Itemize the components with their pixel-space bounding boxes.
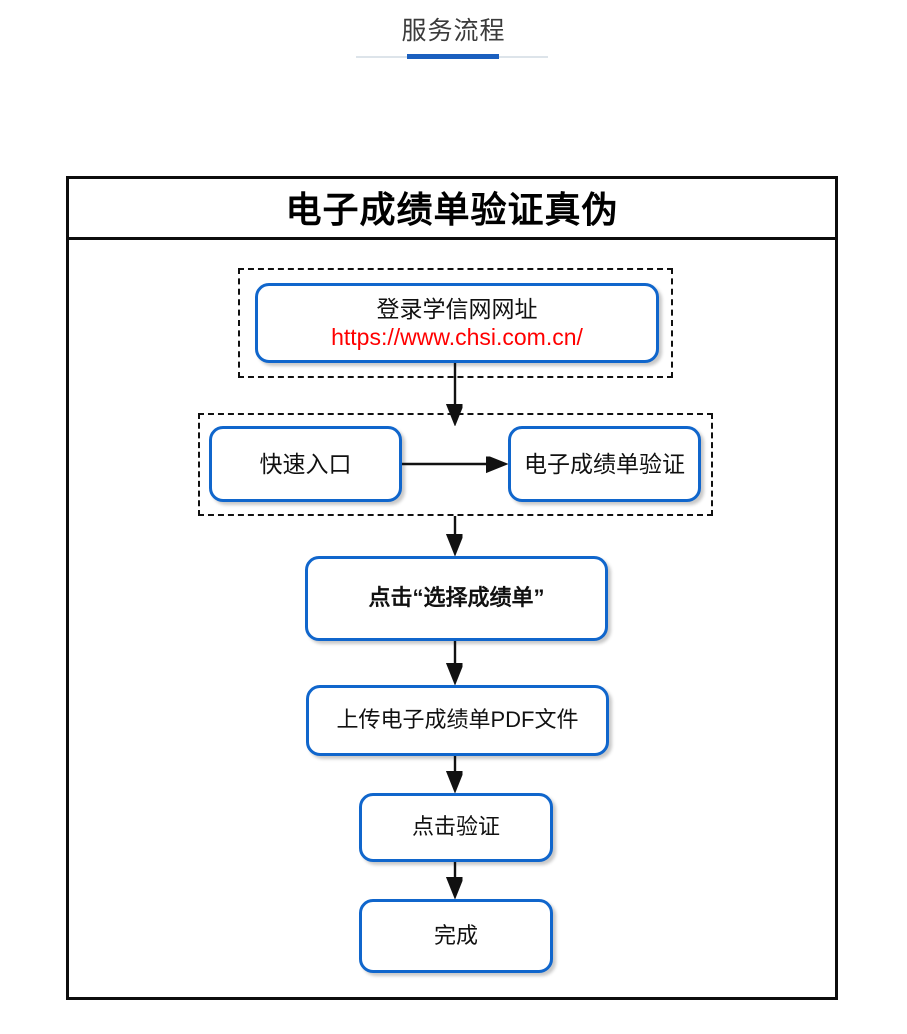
connector-layer	[402, 363, 835, 997]
node-upload-pdf[interactable]: 上传电子成绩单PDF文件	[306, 685, 609, 756]
node-login-url[interactable]: https://www.chsi.com.cn/	[331, 324, 583, 350]
page-title: 服务流程	[401, 17, 506, 45]
flowchart-title: 电子成绩单验证真伪	[69, 179, 835, 240]
node-transcript-verify[interactable]: 电子成绩单验证	[508, 426, 701, 502]
page-header: 服务流程	[0, 0, 907, 70]
node-quick-entry[interactable]: 快速入口	[209, 426, 402, 502]
node-quick-entry-label: 快速入口	[259, 450, 352, 477]
node-done-label: 完成	[433, 922, 478, 948]
node-click-verify[interactable]: 点击验证	[359, 793, 553, 862]
node-select-transcript[interactable]: 点击“选择成绩单”	[305, 556, 608, 641]
flowchart-frame: 电子成绩单验证真伪 登录学信网网址 https://www.chsi.com.c…	[66, 176, 838, 1000]
node-login-label: 登录学信网网址	[376, 295, 538, 322]
node-done[interactable]: 完成	[359, 899, 553, 973]
header-rule-active-segment	[407, 54, 499, 59]
node-upload-pdf-label: 上传电子成绩单PDF文件	[336, 707, 579, 733]
node-transcript-verify-label: 电子成绩单验证	[524, 450, 685, 477]
node-click-verify-label: 点击验证	[411, 814, 500, 840]
node-login[interactable]: 登录学信网网址 https://www.chsi.com.cn/	[255, 283, 659, 363]
node-select-transcript-label: 点击“选择成绩单”	[368, 585, 545, 611]
